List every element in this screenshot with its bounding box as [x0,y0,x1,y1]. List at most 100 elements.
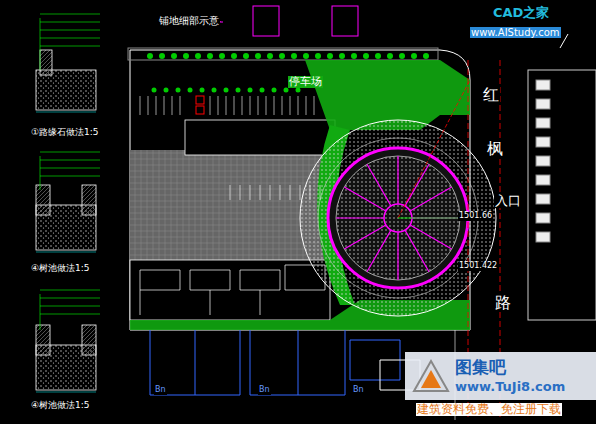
map-label: 入口 [494,194,522,208]
parking-stall [210,96,211,115]
tree-symbol [351,53,357,59]
parking-stall [164,96,165,115]
legend-swatch [536,175,550,185]
parking-stall [266,96,267,115]
parking-stall [300,185,301,200]
parking-stall [314,96,315,115]
map-label: 红 [482,86,500,104]
parking-stall [290,96,291,115]
map-label: 1501.422 [458,262,498,271]
tree-symbol [296,88,301,93]
watermark: www.AIStudy.com [470,27,561,38]
parking-stall [180,96,181,115]
legend-swatch [536,99,550,109]
tree-symbol [272,88,277,93]
watermark: 建筑资料免费、免注册下载 [416,403,562,416]
parking-stall [310,185,311,200]
plaza-spoke [344,187,386,211]
tree-symbol [212,88,217,93]
map-label: Bn [258,386,271,395]
watermark-panel: 图集吧www.TuJi8.com [405,352,596,400]
legend-swatch [536,137,550,147]
tree-symbol [152,88,157,93]
parking-stall [156,96,157,115]
map-label: ①路缘石做法1:5 [30,128,100,138]
tree-symbol [399,53,405,59]
tree-symbol [236,88,241,93]
tree-symbol [303,53,309,59]
tree-symbol [260,88,265,93]
watermark-url: www.TuJi8.com [455,379,591,394]
map-label: Bn [154,386,167,395]
tree-symbol [159,53,165,59]
map-label: ④树池做法1:5 [30,401,91,411]
legend-swatch [536,156,550,166]
plaza-spoke [410,187,452,211]
parking-stall [280,185,281,200]
plaza-spoke [405,230,429,272]
tree-symbol [387,53,393,59]
tree-symbol [188,88,193,93]
plaza-spoke [367,230,391,272]
plaza-spoke [410,225,452,249]
parking-stall [218,96,219,115]
tree-symbol [164,88,169,93]
tree-symbol [248,88,253,93]
tree-symbol [219,53,225,59]
tree-symbol [279,53,285,59]
legend-swatch [536,213,550,223]
logo-icon [414,361,448,391]
parking-stall [250,185,251,200]
plaza-spoke [344,225,386,249]
parking-stall [140,96,141,115]
tree-symbol [243,53,249,59]
watermark: CAD之家 [492,6,550,20]
parking-stall [230,185,231,200]
tree-symbol [375,53,381,59]
tree-symbol [423,53,429,59]
tree-symbol [339,53,345,59]
map-label: 路 [494,294,512,312]
parking-stall [172,96,173,115]
parking-stall [260,185,261,200]
tree-symbol [363,53,369,59]
tree-symbol [171,53,177,59]
map-label: ④树池做法1:5 [30,264,91,274]
plaza-spoke [397,232,398,280]
legend-swatch [536,194,550,204]
parking-stall [258,96,259,115]
tree-symbol [255,53,261,59]
tree-symbol [207,53,213,59]
parking-stall [240,185,241,200]
tree-symbol [411,53,417,59]
parking-stall [148,96,149,115]
legend-swatch [536,232,550,242]
parking-stall [250,96,251,115]
parking-stall [242,96,243,115]
tree-symbol [183,53,189,59]
tree-symbol [231,53,237,59]
watermark-title: 图集吧 [455,356,591,379]
tree-symbol [291,53,297,59]
tree-symbol [195,53,201,59]
tree-symbol [200,88,205,93]
tree-symbol [224,88,229,93]
legend-swatch [536,80,550,90]
tree-symbol [327,53,333,59]
tree-symbol [176,88,181,93]
logo-icon [411,358,451,394]
tree-symbol [315,53,321,59]
map-label: 铺地细部示意 [158,15,220,26]
tree-symbol [284,88,289,93]
map-label: 枫 [486,140,504,158]
plaza-spoke [336,217,384,218]
map-label: 停车场 [288,76,323,88]
tree-symbol [147,53,153,59]
parking-stall [270,185,271,200]
legend-swatch [536,118,550,128]
plaza-spoke [405,164,429,206]
tree-symbol [267,53,273,59]
parking-stall [290,185,291,200]
parking-stall [226,96,227,115]
